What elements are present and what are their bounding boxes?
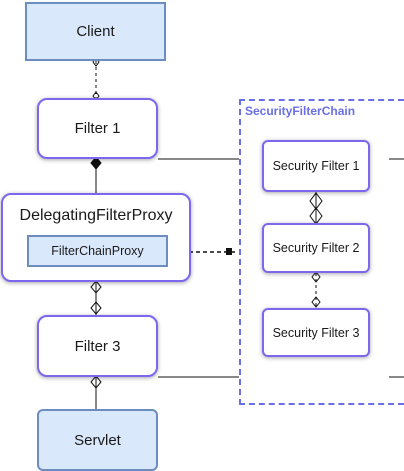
client-node: Client	[25, 2, 166, 61]
arrow-diamond-sf2-bottom	[311, 271, 321, 283]
security-filter-3-label: Security Filter 3	[272, 325, 360, 340]
security-filter-1-node: Security Filter 1	[262, 140, 370, 192]
security-filter-3-node: Security Filter 3	[262, 308, 370, 357]
connector-fcp-chain-end	[226, 248, 232, 255]
delegating-filter-proxy-label: DelegatingFilterProxy	[19, 207, 173, 224]
arrow-diamond-sf3-top	[311, 296, 321, 308]
filter3-label: Filter 3	[74, 337, 121, 355]
arrow-diamond-filter3-bottom	[90, 375, 102, 389]
arrow-diamond-filter1-bottom	[90, 156, 102, 170]
arrow-diamond-dfp-bottom	[90, 280, 102, 294]
security-filter-1-label: Security Filter 1	[272, 159, 360, 173]
arrow-diamond-filter3-top	[90, 301, 102, 315]
arrow-diamond-sf1-bottom	[309, 192, 323, 210]
filter-chain-proxy-label: FilterChainProxy	[51, 244, 144, 258]
filter1-node: Filter 1	[37, 98, 158, 159]
security-filter-chain-title: SecurityFilterChain	[245, 104, 356, 118]
filter-chain-proxy-node: FilterChainProxy	[27, 235, 168, 267]
filter3-node: Filter 3	[37, 315, 158, 377]
client-label: Client	[76, 23, 115, 40]
security-filter-2-node: Security Filter 2	[262, 223, 370, 273]
filter1-label: Filter 1	[74, 120, 121, 137]
security-filter-2-label: Security Filter 2	[272, 241, 360, 255]
servlet-node: Servlet	[37, 409, 158, 471]
servlet-label: Servlet	[74, 431, 121, 449]
security-filter-chain-container	[239, 99, 404, 405]
